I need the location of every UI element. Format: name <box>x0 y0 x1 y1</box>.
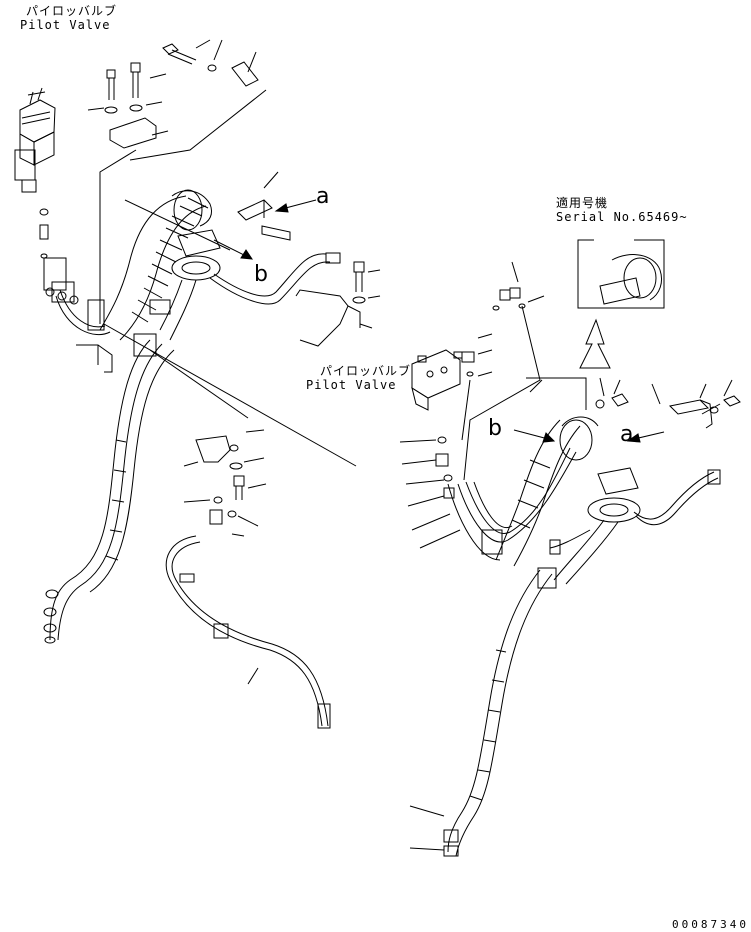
bracket-right-left-assembly <box>296 262 380 346</box>
right-hose-bundle <box>448 417 598 566</box>
serial-detail-box <box>578 240 664 308</box>
callout-a-left: a <box>316 184 330 209</box>
pilot-valve-mid <box>412 350 462 410</box>
arrow-a-left <box>276 200 316 212</box>
spiral-hose-left <box>100 190 212 340</box>
reference-lines-right <box>462 306 586 480</box>
grommet-right <box>550 468 720 584</box>
pilot-valve-top-left <box>15 88 55 192</box>
serial-heading-jp-label: 適用号機 <box>556 196 609 210</box>
pilot-valve-mid-en-label: Pilot Valve <box>306 378 397 392</box>
bracket-a-upper <box>238 172 290 240</box>
left-hose-block <box>44 258 110 335</box>
arrow-b-left <box>214 240 252 259</box>
long-hose-right <box>410 568 556 856</box>
arrow-b-right <box>514 430 554 442</box>
up-arrow <box>580 320 610 368</box>
right-fittings <box>462 262 544 376</box>
grommet-left <box>160 230 340 340</box>
left-bracket <box>76 345 112 372</box>
pilot-valve-top-en-label: Pilot Valve <box>20 18 111 32</box>
valve-fittings <box>40 209 48 258</box>
callout-b-left: b <box>254 262 268 287</box>
serial-number-label: Serial No.65469~ <box>556 210 688 224</box>
center-small-parts <box>184 430 266 536</box>
bolt-group-left <box>88 63 168 148</box>
lower-center-hose <box>166 536 330 728</box>
pilot-valve-mid-jp-label: パイロッバルブ <box>320 364 412 378</box>
long-hose-left <box>44 300 174 643</box>
pilot-valve-top-jp-label: パイロッバルブ <box>26 4 118 18</box>
top-bolt-spacer <box>163 40 258 86</box>
reference-lines-left <box>100 90 356 466</box>
callout-b-right: b <box>488 416 502 441</box>
callout-a-right: a <box>620 422 634 447</box>
arrow-a-right <box>628 432 664 442</box>
bracket-a-right <box>596 378 740 428</box>
right-small-parts <box>400 437 460 548</box>
document-number: 00087340 <box>672 918 749 931</box>
